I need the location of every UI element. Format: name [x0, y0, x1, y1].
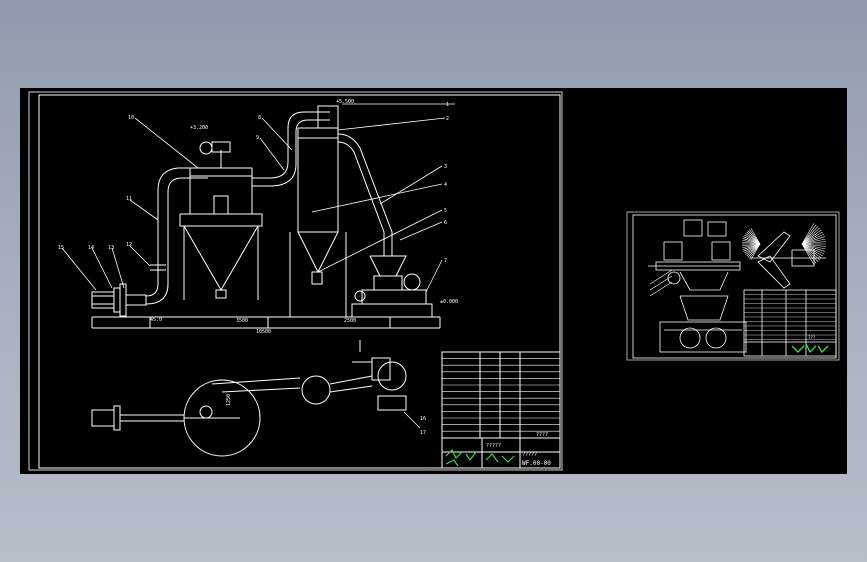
inclined-pipe [337, 133, 393, 256]
main-sheet-text: +5.500 +3.200 ±0.000 15 14 13 12 11 10 9… [58, 99, 551, 467]
hatch-line [744, 243, 761, 254]
cad-canvas[interactable] [20, 88, 847, 474]
hatch-line [801, 243, 825, 255]
cyclone-separator [289, 105, 347, 317]
item-11: 11 [126, 196, 132, 202]
thumb-border-outer [626, 211, 840, 361]
dim-middle-span: 3500 [236, 318, 248, 324]
hatch-line [750, 243, 761, 260]
plan-tag-17: 17 [420, 430, 426, 436]
riser-pipe [145, 167, 208, 305]
hatch-line [801, 243, 819, 263]
hatch-line [801, 224, 817, 245]
thumb-mill-assembly [648, 219, 741, 291]
hatch-line [743, 243, 761, 252]
hatch-line [747, 243, 761, 258]
bag-filter-collector [179, 141, 270, 300]
hatch-line [801, 243, 821, 261]
hatch-line [745, 243, 761, 255]
green-signature-marks [445, 448, 515, 467]
hatch-line [801, 233, 825, 245]
hatch-line [801, 231, 823, 245]
item-8: 8 [258, 115, 261, 121]
hatch-line [801, 243, 825, 252]
thumb-leaders [649, 269, 673, 297]
leader-lines [61, 103, 455, 429]
tb-school-mark: ???? [536, 432, 548, 438]
thumb-bom-table [743, 289, 837, 357]
main-drawing-sheet[interactable] [28, 91, 563, 471]
hatch-line [750, 228, 761, 245]
thumb-drawing-number: ??? [808, 335, 816, 340]
dim-right-span: 2500 [344, 318, 356, 324]
hatch-line [801, 236, 825, 245]
thumb-bom-rows [744, 294, 836, 340]
item-4: 4 [444, 182, 447, 188]
tb-drawing-title: ????? [522, 452, 537, 458]
item-14: 14 [88, 245, 94, 251]
elevation-ground: ±0.000 [440, 299, 458, 305]
elevation-cyclone-top: +3.200 [190, 125, 208, 131]
hatch-line [801, 241, 826, 245]
item-7: 7 [444, 258, 447, 264]
hatch-line [801, 243, 826, 250]
hatch-line [801, 243, 823, 257]
hatch-line [744, 234, 761, 245]
sheet-border-outer [28, 91, 563, 471]
item-15: 15 [58, 245, 64, 251]
hatch-line [742, 243, 761, 250]
transfer-duct [269, 111, 330, 187]
hatch-line [801, 238, 826, 245]
tb-drawing-number: WF.00-00 [522, 460, 551, 467]
item-3: 3 [444, 164, 447, 170]
item-2: 2 [446, 116, 449, 122]
roller-mill [351, 255, 433, 318]
hatch-line [743, 236, 761, 245]
thumb-detail-view [750, 231, 826, 289]
dim-overall: 10500 [256, 329, 271, 335]
dim-left-span: 45.0 [150, 317, 162, 323]
tb-project-name: ????? [486, 443, 501, 449]
item-5: 5 [444, 208, 447, 214]
item-10: 10 [128, 115, 134, 121]
thumb-hatch-fan [742, 223, 826, 265]
sheet-border-inner [38, 94, 561, 469]
item-1: 1 [446, 102, 449, 108]
thumb-section-view [659, 295, 747, 353]
hatch-line [742, 243, 761, 249]
item-12: 12 [126, 242, 132, 248]
hatch-line [742, 241, 761, 245]
hatch-line [801, 227, 821, 245]
hatch-line [747, 230, 761, 245]
hatch-line [801, 243, 826, 247]
hatch-line [801, 229, 822, 245]
hatch-line [801, 243, 815, 265]
hatch-line [749, 229, 761, 245]
elevation-top-pipe: +5.500 [336, 99, 354, 105]
thumbnail-sheet[interactable] [626, 211, 840, 361]
hatch-line [745, 233, 761, 245]
hatch-line [801, 243, 817, 264]
hatch-line [801, 223, 815, 245]
plan-view [91, 340, 407, 457]
dim-plan-radius: 1250 [226, 394, 232, 406]
item-6: 6 [444, 220, 447, 226]
thumb-border-inner [632, 214, 837, 359]
hatch-line [742, 238, 761, 245]
bom-rows [442, 358, 560, 439]
item-9: 9 [256, 135, 259, 141]
plan-tag-16: 16 [420, 416, 426, 422]
hatch-line [749, 243, 761, 259]
thumb-green-marks [791, 343, 829, 354]
hatch-line [746, 243, 761, 257]
hatch-line [742, 239, 761, 245]
hatch-line [801, 243, 822, 259]
hatch-line [746, 231, 761, 245]
item-13: 13 [108, 245, 114, 251]
hatch-line [742, 243, 761, 247]
hatch-line [801, 225, 819, 245]
